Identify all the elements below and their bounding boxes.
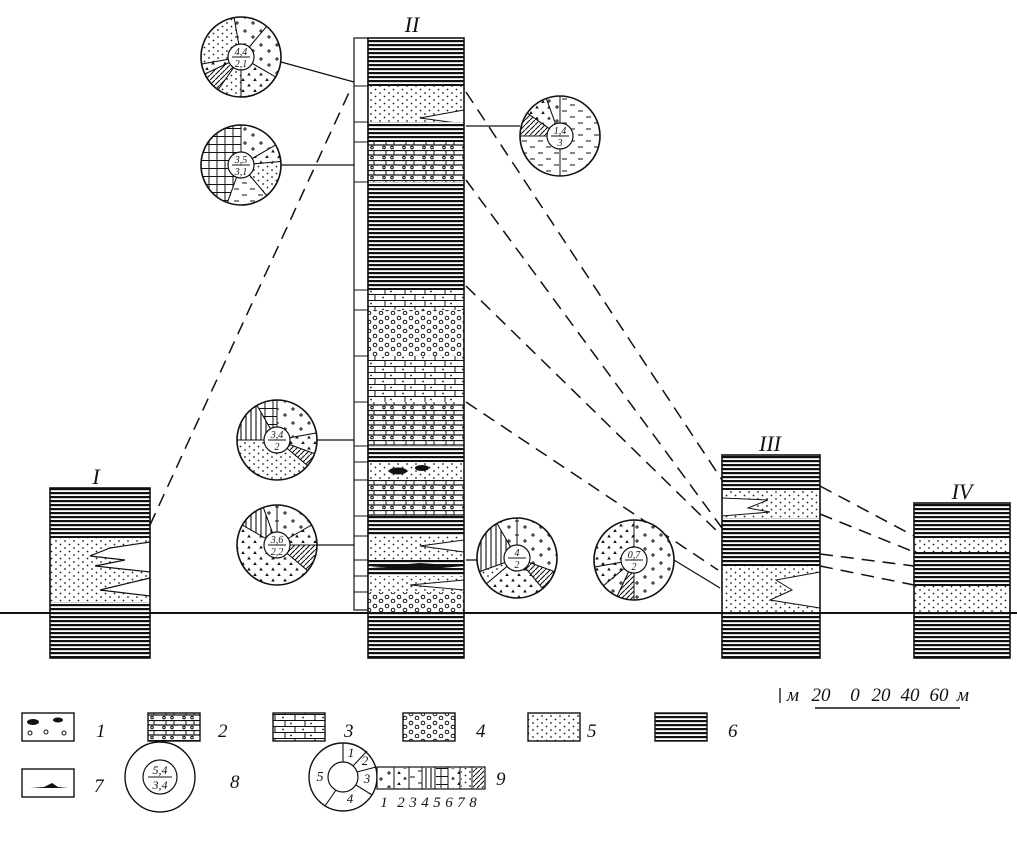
legend-number-7: 7	[94, 776, 105, 797]
strip-number-2: 2	[397, 795, 405, 811]
composition-circle-1: 4,42,1	[201, 17, 354, 97]
strip-number-7: 7	[457, 795, 466, 811]
circle-top-value: 0,7	[628, 550, 642, 561]
scale-tick-60: 60	[930, 685, 950, 706]
legend-item-1: 1	[22, 713, 106, 742]
column-iv: IV	[914, 479, 1010, 658]
correlation-line	[820, 514, 914, 552]
circle-connector	[674, 560, 720, 588]
strip-number-4: 4	[421, 795, 429, 811]
column-iii: III	[722, 431, 820, 658]
legend-circle-bottom: 3,4	[152, 778, 168, 792]
column-label-iii: III	[758, 431, 783, 456]
circle-top-value: 4,4	[235, 47, 248, 58]
scale-tick-40: 40	[901, 685, 921, 706]
scale-tick-20-left: 20	[812, 685, 832, 706]
legend-number-2: 2	[218, 721, 228, 742]
circle-bottom-value: 2,1	[235, 59, 248, 70]
circle-bottom-value: 2	[275, 442, 280, 453]
column-label-ii: II	[404, 12, 421, 37]
circle-top-value: 4	[515, 548, 520, 559]
legend-item-6: 6	[655, 713, 738, 742]
ring-sector-2: 2	[362, 753, 369, 768]
scale-unit-right: м	[956, 685, 969, 706]
legend-number-1: 1	[96, 721, 106, 742]
legend-number-6: 6	[728, 721, 738, 742]
correlation-line	[820, 486, 914, 536]
composition-circle-7: 0,72	[594, 520, 720, 600]
legend-item-5: 5	[528, 713, 597, 742]
strip-number-6: 6	[445, 795, 453, 811]
composition-circle-6: 42	[466, 518, 557, 598]
ring-sector-1: 1	[348, 745, 355, 760]
strip-number-8: 8	[469, 795, 477, 811]
circle-top-value: 3,5	[234, 155, 248, 166]
ring-sector-4: 4	[347, 791, 354, 806]
scale-bar: м 20 0 20 40 60 м	[780, 685, 969, 708]
legend-number-3: 3	[343, 721, 354, 742]
legend-item-3: 3	[273, 713, 354, 742]
legend-circle-top: 5,4	[153, 763, 168, 777]
circle-connector	[281, 62, 354, 82]
circle-top-value: 3,6	[270, 535, 284, 546]
circle-bottom-value: 3,1	[234, 167, 248, 178]
ring-sector-5: 5	[317, 770, 324, 785]
legend-number-5: 5	[587, 721, 597, 742]
correlation-line	[820, 566, 914, 585]
correlation-line	[820, 554, 914, 566]
composition-circle-5: 3,62,2	[237, 505, 354, 585]
column-label-i: I	[91, 464, 101, 489]
column-ii: II	[354, 12, 464, 658]
circle-top-value: 3,4	[270, 430, 284, 441]
circle-top-value: 1,4	[554, 126, 567, 137]
column-label-iv: IV	[951, 479, 975, 504]
composition-circle-4: 3,42	[237, 400, 354, 480]
scale-unit-left: м	[786, 685, 799, 706]
scale-tick-0: 0	[850, 685, 860, 706]
legend-number-8: 8	[230, 772, 240, 793]
scale-tick-20: 20	[872, 685, 892, 706]
circle-bottom-value: 2	[632, 562, 637, 573]
circle-bottom-value: 3	[557, 138, 563, 149]
circle-bottom-value: 2,2	[271, 547, 284, 558]
legend-number-4: 4	[476, 721, 486, 742]
legend: 1 2 3 4 5 6 7 5,4	[22, 713, 738, 812]
composition-circle-2: 3,53,1	[201, 125, 354, 205]
strip-number-5: 5	[433, 795, 441, 811]
legend-number-9: 9	[496, 769, 506, 790]
strip-number-1: 1	[380, 795, 388, 811]
ring-sector-3: 3	[363, 771, 371, 786]
legend-item-7: 7	[22, 769, 105, 797]
composition-circle-3: 1,43	[466, 96, 600, 176]
legend-item-2: 2	[148, 713, 228, 742]
column-i: I	[50, 464, 150, 658]
legend-item-8: 5,4 3,4 8	[125, 742, 240, 812]
strip-number-3: 3	[408, 795, 417, 811]
circle-bottom-value: 2	[515, 560, 520, 571]
correlation-line	[466, 286, 722, 536]
correlation-line	[466, 180, 722, 528]
legend-item-4: 4	[403, 713, 486, 742]
legend-item-9: 1 2 3 4 5 1 2 3 4 5 6	[309, 743, 506, 811]
